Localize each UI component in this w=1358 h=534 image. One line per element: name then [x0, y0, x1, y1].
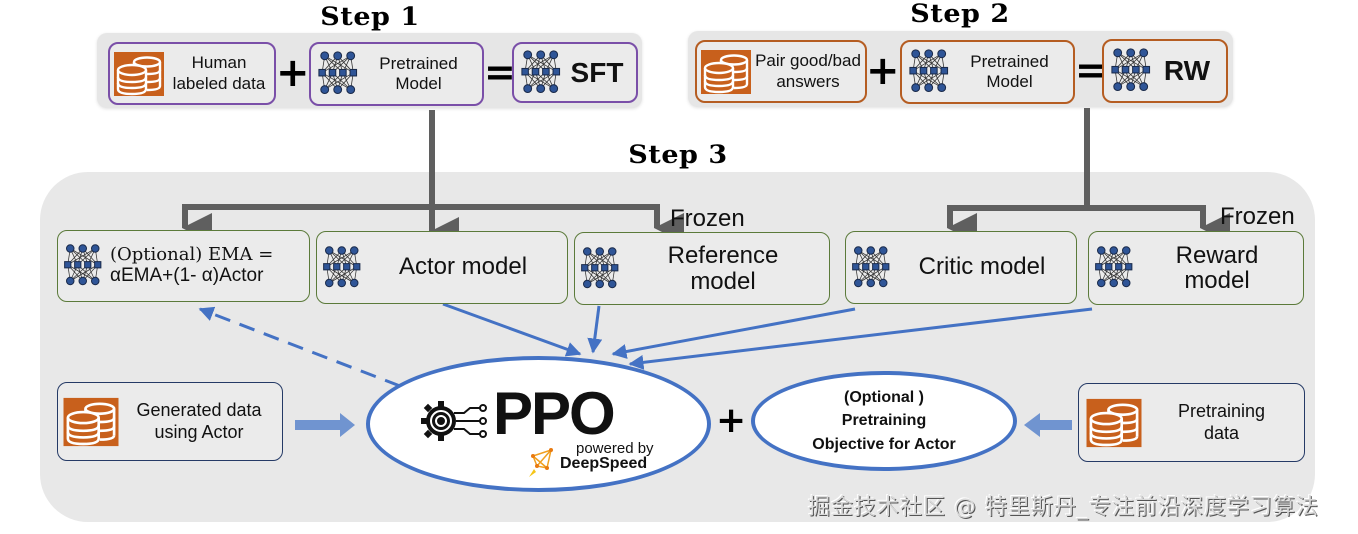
neural-network-icon — [581, 246, 619, 288]
neural-network-icon — [318, 51, 358, 95]
step1-sft-box: SFT — [512, 42, 638, 103]
critic-model-label: Critic model — [918, 253, 1046, 281]
step1-plus-sign: + — [276, 50, 310, 96]
pretraining-data-box: Pretraining data — [1078, 383, 1305, 462]
database-icon — [701, 49, 751, 94]
critic-model-box: Critic model — [845, 231, 1077, 304]
step1-model-box: Pretrained Model — [309, 42, 484, 106]
ema-model-box: (Optional) EMA = αEMA+(1- α)Actor — [57, 230, 310, 302]
neural-network-icon — [64, 244, 102, 286]
rw-label: RW — [1163, 55, 1211, 87]
step1-model-line2: Model — [395, 74, 442, 93]
deepspeed-label: DeepSpeed — [560, 455, 648, 472]
pretraining-data-line1: Pretraining — [1177, 400, 1266, 421]
watermark-text: 掘金技术社区 @ 特里斯丹_专注前沿深度学习算法 — [808, 495, 1319, 520]
generated-data-box: Generated data using Actor — [57, 382, 283, 461]
objective-line3: Objective for Actor — [812, 435, 956, 453]
neural-network-icon — [1095, 246, 1133, 288]
step2-title: Step 2 — [910, 0, 1010, 28]
neural-network-icon — [1111, 48, 1151, 92]
objective-line1: (Optional ) — [844, 389, 924, 407]
neural-network-icon — [521, 49, 561, 93]
reward-model-box: Reward model — [1088, 231, 1304, 305]
step2-data-line1: Pair good/bad — [755, 51, 861, 71]
step1-data-box: Human labeled data — [108, 42, 276, 105]
pretraining-data-line2: data — [1203, 422, 1240, 443]
database-icon — [114, 51, 164, 96]
frozen-label-reward: Frozen — [1220, 203, 1295, 230]
gear-circuit-icon — [421, 401, 487, 441]
neural-network-icon — [323, 245, 361, 287]
step2-model-line1: Pretrained — [970, 51, 1049, 71]
step2-plus-sign: + — [866, 48, 900, 94]
reward-line1: Reward — [1175, 241, 1259, 269]
generated-data-line2: using Actor — [154, 421, 244, 442]
step3-plus-sign: + — [716, 400, 747, 441]
step2-data-box: Pair good/bad answers — [695, 40, 867, 103]
reference-model-box: Reference model — [574, 232, 830, 305]
powered-by-label: powered by — [576, 440, 654, 457]
pretraining-objective-ellipse: (Optional ) Pretraining Objective for Ac… — [751, 371, 1017, 471]
reference-line2: model — [690, 267, 756, 295]
database-icon — [63, 397, 119, 446]
step2-rw-box: RW — [1102, 39, 1228, 103]
step2-equals-sign: = — [1075, 48, 1107, 92]
step1-title: Step 1 — [320, 2, 420, 31]
step3-title: Step 3 — [628, 140, 728, 169]
deepspeed-logo-icon — [529, 448, 553, 477]
step2-model-line2: Model — [986, 72, 1033, 91]
step1-data-line1: Human — [191, 53, 247, 73]
step1-model-line1: Pretrained — [379, 53, 458, 73]
ema-line1: (Optional) EMA = — [110, 243, 274, 265]
generated-data-line1: Generated data — [136, 399, 262, 420]
ppo-label: PPO — [493, 380, 616, 447]
neural-network-icon — [852, 245, 890, 287]
reference-line1: Reference — [667, 242, 779, 270]
step2-model-box: Pretrained Model — [900, 40, 1075, 104]
frozen-label-reference: Frozen — [670, 205, 745, 232]
neural-network-icon — [909, 49, 949, 93]
step2-data-line2: answers — [776, 71, 840, 91]
reward-line2: model — [1184, 267, 1250, 294]
ema-line2: αEMA+(1- α)Actor — [110, 265, 264, 287]
sft-label: SFT — [570, 56, 624, 88]
database-icon — [1086, 398, 1142, 447]
actor-model-label: Actor model — [398, 253, 528, 281]
actor-model-box: Actor model — [316, 231, 568, 304]
step1-equals-sign: = — [484, 50, 516, 94]
step1-data-line2: labeled data — [172, 73, 266, 93]
objective-line2: Pretraining — [841, 412, 927, 430]
